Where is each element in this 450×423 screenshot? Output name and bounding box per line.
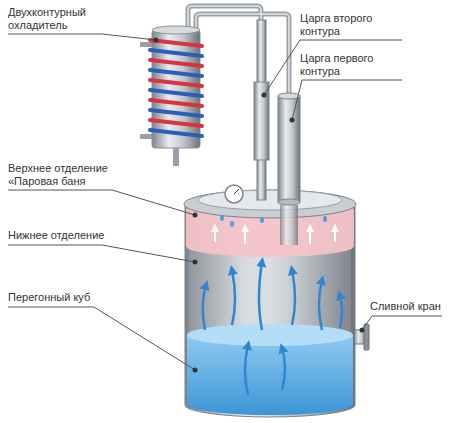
callout-label: Царга первого контура [300, 52, 400, 78]
condenser-coil [150, 40, 202, 136]
leader-dot [154, 38, 159, 43]
condenser-coil [150, 50, 202, 56]
condenser-coil [150, 120, 202, 126]
leader-line [8, 307, 195, 370]
leader-dot [193, 260, 198, 265]
vapour-arrows [214, 228, 216, 242]
vapour-arrows [309, 228, 311, 244]
column-first-circuit [278, 199, 300, 205]
column-first-circuit [278, 96, 300, 202]
leader-line [292, 80, 402, 120]
vapour-pipe [188, 6, 289, 96]
condenser-coil [150, 130, 202, 136]
column-first-circuit [278, 93, 300, 99]
condensate-drops [230, 221, 234, 227]
leader-line [8, 34, 442, 370]
column-second-circuit [254, 20, 269, 200]
leader-dot [290, 118, 295, 123]
column-first-circuit [278, 93, 300, 245]
vapour-arrows [244, 228, 246, 244]
callout-label: Сливной кран [370, 300, 441, 313]
steam-arrows [232, 270, 235, 325]
tank-lid [234, 189, 239, 194]
condenser-coil [150, 70, 202, 76]
water [187, 324, 353, 415]
column-second-circuit [254, 82, 269, 160]
steam-arrows [319, 280, 322, 330]
steam-arrows [259, 262, 262, 330]
condensate-drops [323, 216, 327, 222]
vapour-arrows [215, 228, 335, 244]
callout-label: Двухконтурный охладитель [8, 6, 108, 32]
vapour-pipe [196, 14, 289, 96]
tank-lid [184, 185, 356, 218]
condenser-coil [150, 80, 202, 86]
leader-dot [193, 368, 198, 373]
steam-arrows [340, 295, 342, 328]
condenser [173, 146, 179, 166]
steam-arrows [245, 345, 248, 395]
callout-label: Нижнее отделение [8, 229, 104, 242]
steam-arrows [203, 262, 342, 395]
water [187, 324, 353, 346]
leader-dot [262, 93, 267, 98]
condenser-coil [150, 90, 202, 96]
leader-dot [154, 38, 365, 373]
tank-lid [198, 190, 342, 210]
leader-line [264, 40, 402, 95]
column-first-circuit [280, 205, 298, 245]
leader-line [8, 245, 195, 262]
leader-dot [360, 328, 365, 333]
condenser-coil [150, 110, 202, 116]
drain-tap [354, 324, 369, 350]
vapour-pipe-highlight [188, 6, 261, 30]
steam-arrows [203, 285, 206, 330]
steam-arrows [282, 348, 285, 390]
condenser-coil [150, 60, 202, 66]
tank-lid [184, 190, 356, 218]
callout-label: Верхнее отделение «Паровая баня [8, 162, 132, 188]
vapour-pipe-highlight [188, 6, 289, 96]
water [187, 335, 353, 415]
callout-label: Перегонный куб [8, 291, 90, 304]
vapour-arrows [334, 228, 336, 242]
callout-label: Царга второго контура [300, 12, 400, 38]
steam-arrows [292, 270, 295, 325]
vapour-pipe [188, 6, 261, 30]
leader-dot [193, 213, 198, 218]
condenser [140, 134, 153, 139]
drain-tap [364, 324, 369, 350]
vapour-pipe-highlight [196, 14, 289, 96]
tank-lid [225, 185, 243, 203]
leader-line [8, 190, 195, 215]
leader-line [8, 34, 156, 40]
condenser [152, 26, 200, 34]
condenser-coil [150, 100, 202, 106]
condenser [140, 42, 153, 47]
leader-line [362, 316, 442, 330]
